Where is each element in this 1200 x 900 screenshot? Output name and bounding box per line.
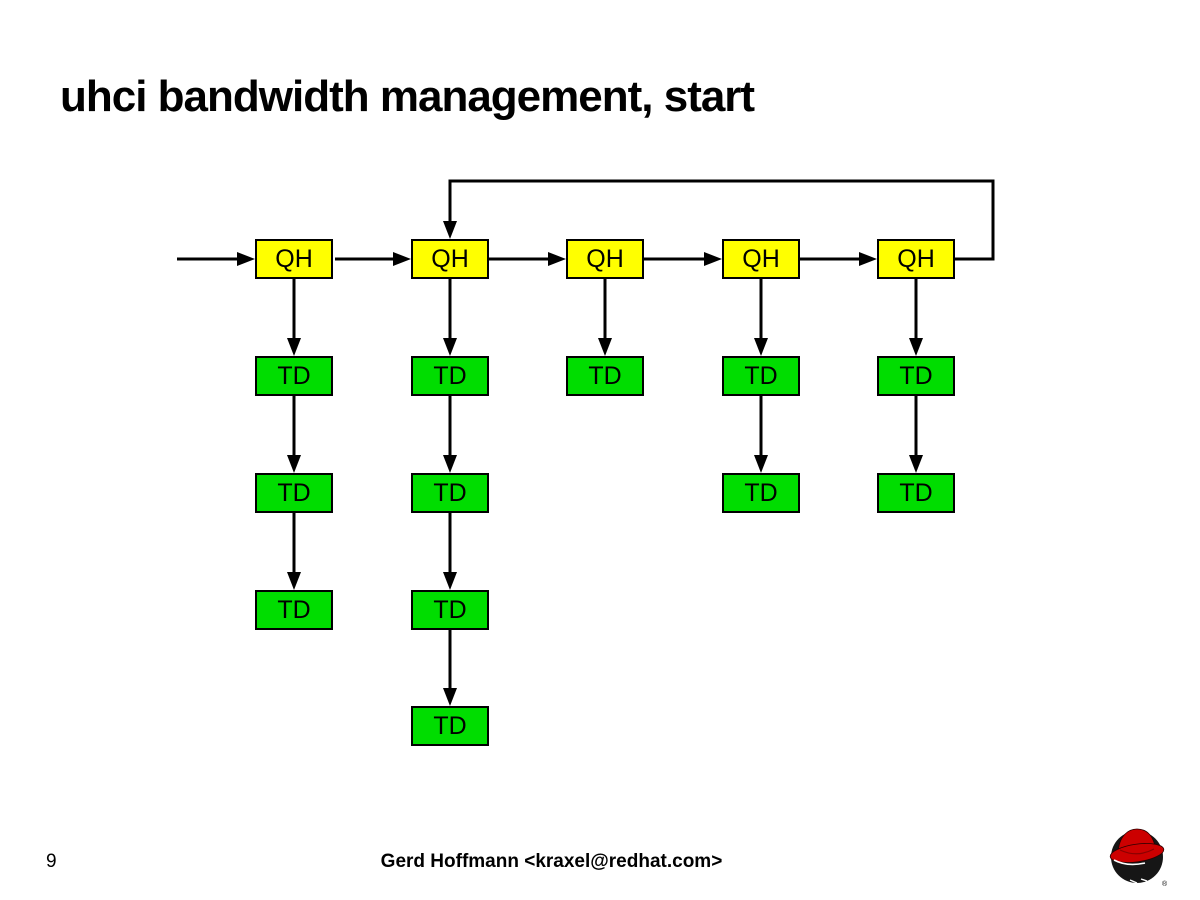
registered-trademark-symbol: ® [1162,880,1168,888]
td-box-col5-row2: TD [877,473,955,513]
qh-link-arrow-1 [335,252,411,266]
wrap-around-link [443,179,995,261]
qh-box-1: QH [255,239,333,279]
td-chain-arrow-col2-row3 [443,513,457,590]
qh-box-2: QH [411,239,489,279]
qh5-td-arrow [909,279,923,356]
footer-author: Gerd Hoffmann <kraxel@redhat.com> [380,851,723,872]
td-chain-arrow-col1-row2 [287,396,301,473]
td-box-col2-row1: TD [411,356,489,396]
td-box-col1-row2: TD [255,473,333,513]
td-box-col3-row1: TD [566,356,644,396]
td-box-col1-row3: TD [255,590,333,630]
qh3-td-arrow [598,279,612,356]
qh-box-4: QH [722,239,800,279]
page-number: 9 [46,851,57,872]
qh-link-arrow-4 [800,252,877,266]
qh1-td-arrow [287,279,301,356]
td-box-col2-row4: TD [411,706,489,746]
td-box-col2-row2: TD [411,473,489,513]
redhat-logo-icon: ® [1108,824,1170,893]
td-box-col5-row1: TD [877,356,955,396]
entry-arrow [177,252,255,266]
qh-box-3: QH [566,239,644,279]
td-box-col2-row3: TD [411,590,489,630]
qh2-td-arrow [443,279,457,356]
td-box-col4-row2: TD [722,473,800,513]
qh-link-arrow-3 [644,252,722,266]
td-chain-arrow-col1-row3 [287,513,301,590]
td-chain-arrow-col2-row4 [443,630,457,706]
slide-title: uhci bandwidth management, start [60,72,755,121]
td-box-col1-row1: TD [255,356,333,396]
td-chain-arrow-col5-row2 [909,396,923,473]
td-chain-arrow-col2-row2 [443,396,457,473]
qh-box-5: QH [877,239,955,279]
td-box-col4-row1: TD [722,356,800,396]
td-chain-arrow-col4-row2 [754,396,768,473]
qh-link-arrow-2 [489,252,566,266]
qh4-td-arrow [754,279,768,356]
